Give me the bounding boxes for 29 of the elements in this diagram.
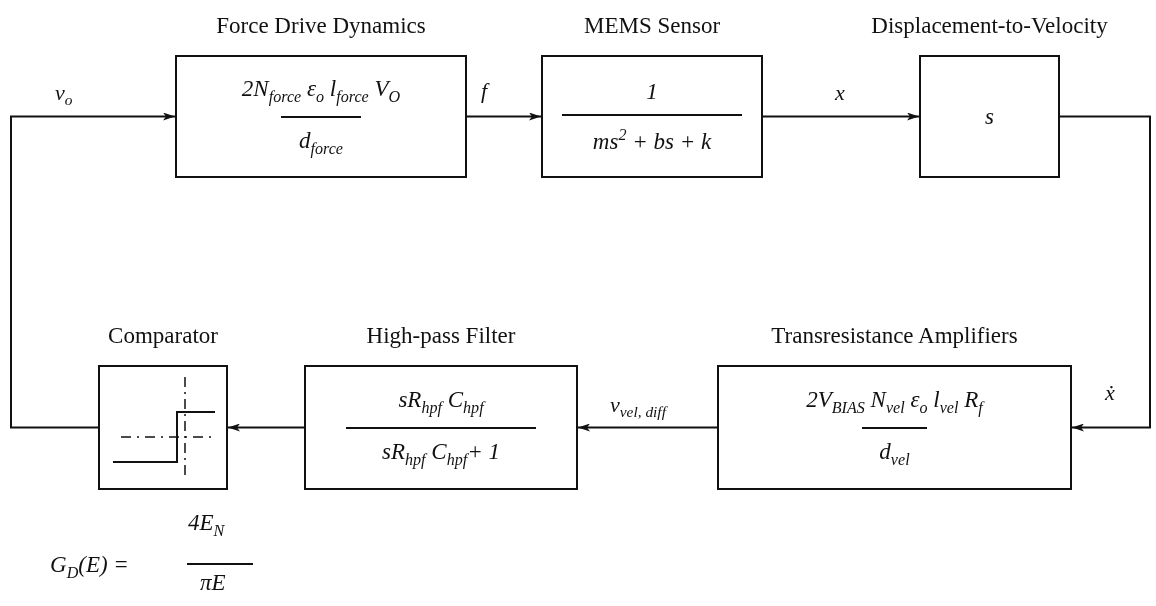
formula-text: πE xyxy=(200,570,226,596)
block-title: Force Drive Dynamics xyxy=(216,13,426,39)
formula-text: 4E$_{N}$ xyxy=(188,510,225,540)
block-title: Displacement-to-Velocity xyxy=(871,13,1108,39)
formula-text: G$_{D}$(E) = xyxy=(50,552,129,582)
arrow xyxy=(577,423,718,432)
edge-label: x xyxy=(835,80,845,106)
arrow xyxy=(466,112,542,121)
arrow xyxy=(1059,115,1151,432)
numerator: 1 xyxy=(646,78,658,105)
edge-label: f xyxy=(481,78,488,104)
edge-label: ẋ xyxy=(1105,380,1115,406)
numerator: 2V$_{BIAS}$ N$_{vel}$ ε$_{o}$ l$_{vel}$ R$_{f}$ xyxy=(806,387,983,417)
edge-label: v$_{vel, diff}$ xyxy=(610,392,666,422)
block-title: MEMS Sensor xyxy=(583,13,721,39)
edge-label: v$_{o}$ xyxy=(55,80,73,110)
block-title: Comparator xyxy=(108,323,218,349)
block-title: Transresistance Amplifiers xyxy=(771,323,1018,349)
denominator: d$_{vel}$ xyxy=(879,438,910,468)
numerator: 2N$_{force}$ ε$_{o}$ l$_{force}$ V$_{O}$ xyxy=(241,76,401,106)
transfer-function: s xyxy=(985,103,994,130)
arrow xyxy=(10,112,176,429)
denominator: sR$_{hpf}$ C$_{hpf}$+ 1 xyxy=(382,438,500,468)
denominator: d$_{force}$ xyxy=(299,127,343,157)
numerator: sR$_{hpf}$ C$_{hpf}$ xyxy=(398,387,484,417)
block-title: High-pass Filter xyxy=(366,323,516,349)
denominator: ms$^{2}$ + bs + k xyxy=(592,126,712,155)
arrow xyxy=(762,112,920,121)
arrow xyxy=(227,423,305,432)
